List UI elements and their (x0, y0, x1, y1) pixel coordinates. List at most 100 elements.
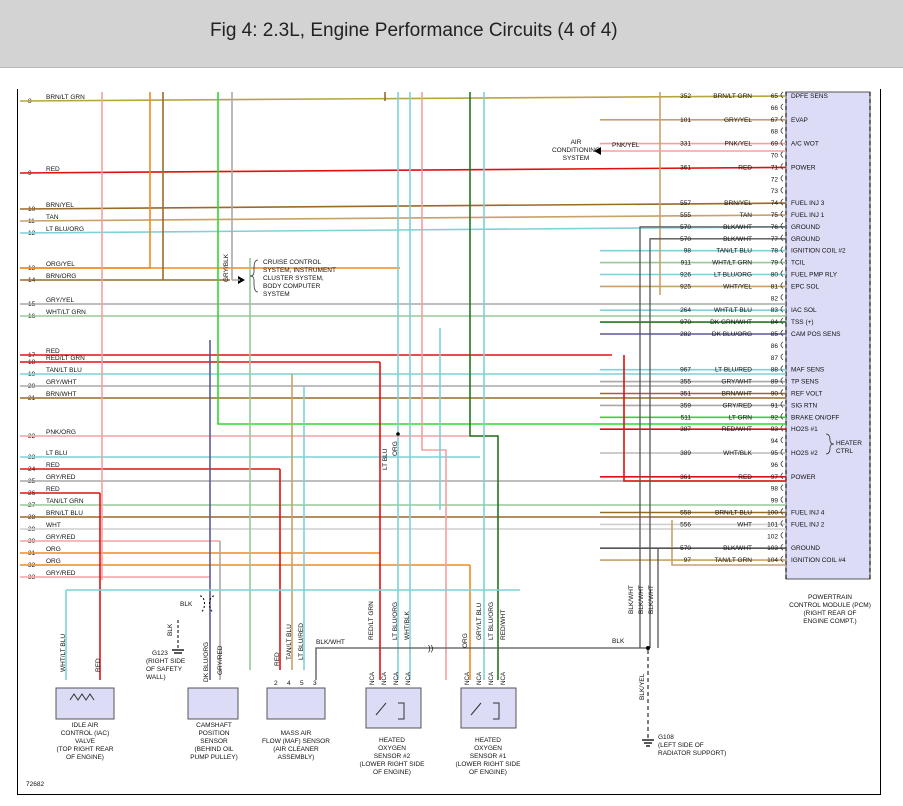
pcm-wire-color: LT GRN (729, 414, 753, 421)
connector-mark: )) (428, 644, 434, 653)
pin-connector (780, 448, 784, 456)
row-wire-label: RED (46, 348, 60, 355)
pcm-function: IGNITION COIL #2 (791, 248, 846, 255)
circuit-number: 97 (684, 557, 692, 564)
cruise-system-label: SYSTEM, INSTRUMENT (263, 267, 336, 274)
pin-connector (780, 543, 784, 551)
pcm-pin-number: 72 (771, 176, 779, 183)
iac-label: VALVE (75, 738, 96, 745)
pcm-pin-number: 77 (771, 236, 779, 243)
pcm-wire-color: BLK/WHT (723, 545, 752, 552)
pcm-function: FUEL PMP RLY (791, 272, 838, 279)
pcm-wire-color: BRN/WHT (722, 391, 752, 398)
pcm-pin-number: 66 (771, 105, 779, 112)
ho2s1-nca: NCA (488, 671, 495, 685)
row-wire-label: GRY/WHT (46, 379, 77, 386)
pcm-pin-number: 78 (771, 248, 779, 255)
g108-label: RADIATOR SUPPORT) (658, 750, 726, 757)
pcm-label: ENGINE COMPT.) (803, 618, 856, 625)
circuit-number: 570 (680, 545, 691, 552)
pcm-function: TSS (+) (791, 319, 814, 326)
cmp-wire-label: DK BLU/ORG (203, 642, 210, 682)
iac-label: OF ENGINE) (66, 754, 104, 761)
row-wire-label: TAN (46, 214, 59, 221)
pin-connector (780, 424, 784, 432)
g108-label: (LEFT SIDE OF (658, 742, 704, 749)
g123-connector (199, 595, 205, 613)
circuit-number: 556 (680, 521, 691, 528)
row-wire-label: BRN/LT GRN (46, 94, 85, 101)
circuit-number: 557 (680, 200, 691, 207)
pcm-pin-number: 90 (771, 391, 779, 398)
blkyel-label: BLK/YEL (639, 673, 646, 700)
pcm-pin-number: 89 (771, 379, 779, 386)
pcm-wire-color: WHT/LT GRN (712, 260, 752, 267)
row-wire-label: RED/LT GRN (46, 355, 85, 362)
pin-connector (780, 127, 784, 135)
pcm-function: FUEL INJ 3 (791, 200, 825, 207)
circuit-number: 570 (680, 224, 691, 231)
circuit-number: 361 (680, 474, 691, 481)
pcm-function: BRAKE ON/OFF (791, 414, 839, 421)
pin-connector (780, 151, 784, 158)
row-wire-label: GRY/YEL (46, 297, 74, 304)
iac-label: CONTROL (IAC) (61, 730, 110, 737)
ground-wire (639, 226, 786, 648)
diagram-frame (17, 89, 881, 795)
pcm-wire-color: TAN/LT GRN (714, 557, 752, 564)
maf-label: FLOW (MAF) SENSOR (262, 738, 330, 745)
ho2s2-nca: NCA (405, 671, 412, 685)
pcm-function: POWER (791, 474, 816, 481)
row-wire-label: GRY/RED (46, 570, 76, 577)
pin-connector (780, 520, 784, 527)
maf-wire-label: TAN/LT BLU (286, 624, 293, 660)
maf-pin-number: 4 (287, 680, 291, 687)
pin-connector (780, 103, 784, 111)
pcm-pin-number: 73 (771, 188, 779, 195)
cruise-system-label: CLUSTER SYSTEM, (263, 275, 324, 282)
wire-run (19, 226, 787, 234)
ho2s2-symbol (375, 702, 405, 720)
circuit-number: 558 (680, 510, 691, 517)
pcm-pin-number: 83 (771, 307, 779, 314)
pcm-pin-number: 86 (771, 343, 779, 350)
circuit-number: 387 (680, 426, 691, 433)
circuit-number: 359 (680, 402, 691, 409)
row-wire-label: RED (46, 486, 60, 493)
row-wire-label: WHT (46, 522, 61, 529)
row-wire-label: RED (46, 462, 60, 469)
pcm-function: MAF SENS (791, 367, 825, 374)
pcm-pin-number: 96 (771, 462, 779, 469)
pin-connector (780, 329, 784, 337)
pcm-function: IGNITION COIL #4 (791, 557, 846, 564)
pin-connector (780, 270, 784, 277)
pin-connector (780, 353, 784, 361)
pcm-pin-number: 85 (771, 331, 779, 338)
wire-run (19, 202, 787, 210)
ho2s2-nca: NCA (369, 671, 376, 685)
splice-dot (646, 646, 650, 650)
pcm-pin-number: 99 (771, 498, 779, 505)
pcm-wire-color: BRN/LT GRN (713, 93, 752, 100)
pin-connector (780, 377, 784, 384)
ho2s2-wire-label: WHT/BLK (404, 610, 411, 640)
pcm-pin-number: 97 (771, 474, 779, 481)
pcm-wire-color: WHT/BLK (723, 450, 753, 457)
row-wire-label: BRN/YEL (46, 202, 74, 209)
riser-tan-2 (671, 520, 786, 566)
ho2s1-label: OXYGEN (474, 745, 502, 752)
ground-wire (649, 238, 786, 648)
pin-connector (780, 401, 784, 408)
pcm-wire-color: PNK/YEL (725, 141, 753, 148)
ho2s2-nca: NCA (393, 671, 400, 685)
ho2s1-nca: NCA (464, 671, 471, 685)
ho2s1-symbol (470, 702, 500, 720)
pcm-module-box (785, 91, 871, 580)
pin-connector (780, 305, 784, 313)
cruise-brace (249, 259, 259, 293)
cmp-wire-label: GRY/RED (217, 645, 224, 675)
iac-label: (TOP RIGHT REAR (56, 746, 113, 753)
g123-label: WALL) (146, 674, 166, 681)
cmp-sensor-body (187, 687, 239, 720)
